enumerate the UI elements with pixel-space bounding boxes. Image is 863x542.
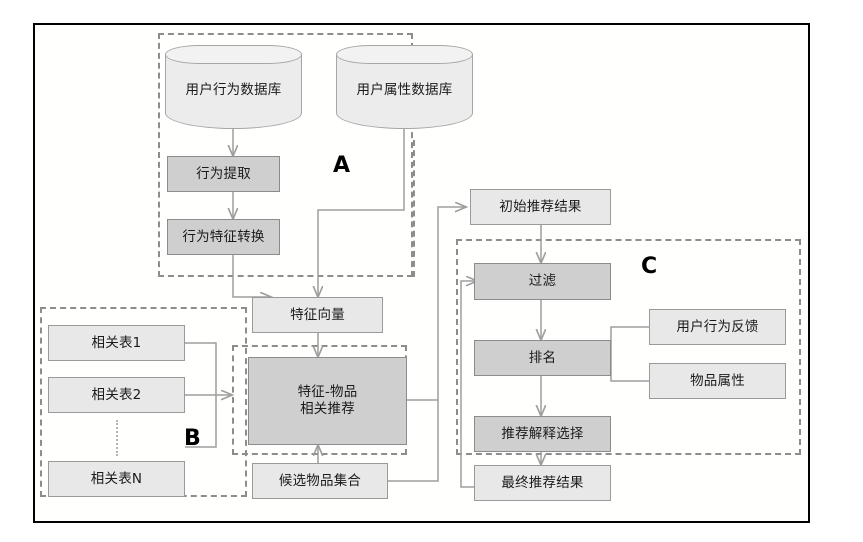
region-a: [158, 33, 413, 277]
node-candidate-item-set[interactable]: 候选物品集合: [252, 463, 388, 499]
node-feature-item-recommend[interactable]: 特征-物品 相关推荐: [248, 357, 407, 445]
node-item-attribute[interactable]: 物品属性: [649, 363, 786, 399]
relation-tables-ellipsis: [116, 420, 120, 456]
db-user-behavior-label: 用户行为数据库: [185, 81, 282, 98]
db-body: [336, 54, 473, 129]
node-behavior-extract[interactable]: 行为提取: [167, 156, 280, 192]
node-ranking[interactable]: 排名: [474, 340, 611, 376]
node-recommend-explain-select[interactable]: 推荐解释选择: [474, 416, 611, 452]
node-relation-table-n[interactable]: 相关表N: [48, 461, 185, 497]
db-user-behavior: 用户行为数据库: [165, 45, 302, 129]
region-a-extension: [413, 140, 415, 277]
db-user-attribute: 用户属性数据库: [336, 45, 473, 129]
db-top-ellipse: [336, 45, 473, 64]
node-behavior-feature-transform[interactable]: 行为特征转换: [167, 219, 280, 255]
node-final-recommend-result[interactable]: 最终推荐结果: [474, 465, 611, 501]
db-user-attribute-label: 用户属性数据库: [356, 81, 453, 98]
node-filter[interactable]: 过滤: [474, 263, 611, 300]
db-body: [165, 54, 302, 129]
node-user-behavior-feedback[interactable]: 用户行为反馈: [649, 309, 786, 345]
node-initial-recommend-result[interactable]: 初始推荐结果: [470, 189, 611, 225]
region-label-a: A: [333, 153, 351, 178]
node-relation-table-2[interactable]: 相关表2: [48, 377, 185, 413]
node-relation-table-1[interactable]: 相关表1: [48, 325, 185, 361]
db-top-ellipse: [165, 45, 302, 64]
node-feature-vector[interactable]: 特征向量: [252, 297, 383, 333]
region-label-b: B: [184, 426, 201, 451]
region-label-c: C: [641, 254, 658, 279]
